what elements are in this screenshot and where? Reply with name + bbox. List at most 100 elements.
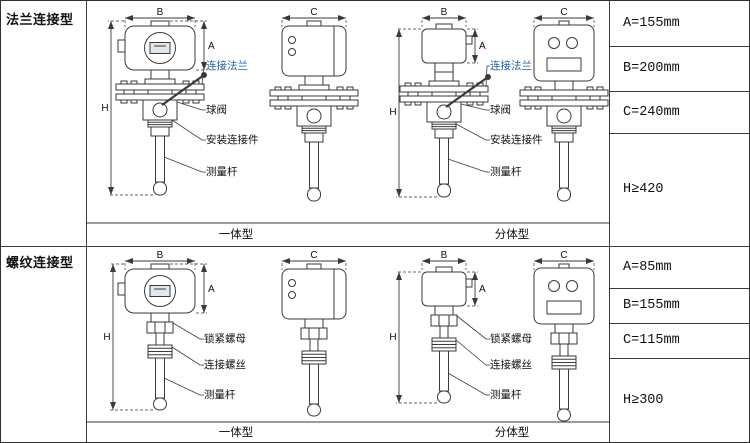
leader-line bbox=[455, 339, 490, 366]
grid-line bbox=[609, 1, 610, 442]
dim-a-label: A bbox=[479, 284, 486, 295]
measuring-rod bbox=[557, 368, 571, 422]
dim-b-label: B bbox=[441, 7, 448, 18]
leader-line bbox=[176, 101, 206, 111]
leader-line bbox=[163, 377, 204, 396]
neck bbox=[150, 312, 170, 323]
spec-a-thread: A=85mm bbox=[623, 259, 672, 275]
measuring-rod bbox=[153, 357, 167, 411]
dim-c-label: C bbox=[560, 7, 567, 18]
callout-mounting-connector: 安装连接件 bbox=[490, 133, 543, 146]
callout-mounting-connector: 安装连接件 bbox=[206, 133, 259, 146]
callout-group-integrated: 锁紧螺母 连接螺丝 测量杆 bbox=[163, 322, 246, 401]
callout-measuring-rod: 测量杆 bbox=[206, 165, 238, 178]
flange-integrated-side-view: C bbox=[269, 7, 359, 202]
callout-lock-nut: 锁紧螺母 bbox=[490, 332, 532, 345]
callout-group-split: 连接法兰 球阀 安装连接件 测量杆 bbox=[447, 59, 543, 178]
display-head bbox=[117, 263, 196, 314]
leader-line bbox=[447, 372, 490, 396]
mount-plate bbox=[144, 78, 176, 85]
row-label-thread-type: 螺纹连接型 bbox=[6, 255, 74, 270]
stem bbox=[439, 325, 449, 339]
callout-measuring-rod: 测量杆 bbox=[490, 388, 522, 401]
ball-valve bbox=[142, 99, 178, 121]
leader-line bbox=[455, 123, 490, 141]
dim-h-label: H bbox=[389, 332, 396, 343]
junction-head bbox=[421, 23, 473, 64]
callout-group-split: 锁紧螺母 连接螺丝 测量杆 bbox=[447, 315, 532, 401]
stem bbox=[155, 332, 165, 346]
leader-line bbox=[460, 103, 490, 111]
caption-integrated: 一体型 bbox=[219, 425, 254, 439]
stem bbox=[559, 343, 569, 357]
leader-line bbox=[485, 65, 490, 88]
thread-type-drawings: B A H 锁紧螺母 连接螺丝 测量杆 bbox=[86, 250, 609, 439]
measuring-rod bbox=[153, 135, 167, 196]
callout-ball-valve: 球阀 bbox=[206, 103, 227, 116]
callout-connection-flange: 连接法兰 bbox=[206, 59, 248, 72]
ball-valve bbox=[296, 105, 332, 127]
spec-c-flange: C=240mm bbox=[623, 104, 680, 120]
callout-measuring-rod: 测量杆 bbox=[204, 388, 236, 401]
grid-line bbox=[86, 1, 87, 442]
grid-line bbox=[609, 288, 749, 289]
lock-nut bbox=[430, 314, 458, 327]
dim-h-label: H bbox=[103, 332, 110, 343]
connecting-screw bbox=[301, 350, 327, 365]
mounting-connector bbox=[147, 119, 173, 137]
grid-line bbox=[609, 91, 749, 92]
stem bbox=[309, 338, 319, 352]
measuring-rod bbox=[437, 350, 451, 404]
neck bbox=[554, 80, 574, 91]
callout-connection-flange: 连接法兰 bbox=[490, 59, 532, 72]
dim-a-label: A bbox=[479, 41, 486, 52]
callout-lock-nut: 锁紧螺母 bbox=[204, 332, 246, 345]
ball-valve bbox=[426, 101, 462, 123]
neck bbox=[554, 323, 574, 334]
display-head bbox=[117, 20, 196, 71]
flange-split-front-view: B A H bbox=[389, 7, 492, 198]
mount-plate bbox=[298, 84, 330, 91]
measuring-rod bbox=[307, 141, 321, 202]
flange-split-side-view: C bbox=[519, 7, 609, 202]
leader-line bbox=[447, 158, 490, 173]
callout-connecting-screw: 连接螺丝 bbox=[490, 358, 532, 371]
thread-split-side-view: C bbox=[533, 250, 595, 422]
grid-line bbox=[609, 46, 749, 47]
dim-c-label: C bbox=[560, 250, 567, 261]
dim-c-label: C bbox=[310, 250, 317, 261]
dim-h-label: H bbox=[389, 107, 396, 118]
grid-line bbox=[609, 358, 749, 359]
lock-nut bbox=[550, 332, 578, 345]
mounting-connector bbox=[431, 121, 457, 139]
caption-split: 分体型 bbox=[495, 425, 530, 439]
callout-measuring-rod: 测量杆 bbox=[490, 165, 522, 178]
leader-line bbox=[163, 156, 206, 173]
dim-b-label: B bbox=[157, 7, 164, 18]
spec-b-thread: B=155mm bbox=[623, 298, 680, 313]
mount-plate bbox=[428, 80, 460, 87]
callout-connecting-screw: 连接螺丝 bbox=[204, 358, 246, 371]
mounting-connector bbox=[301, 125, 327, 143]
callout-ball-valve: 球阀 bbox=[490, 103, 511, 116]
lock-nut bbox=[146, 321, 174, 334]
converter-housing bbox=[281, 263, 347, 320]
neck bbox=[434, 305, 454, 316]
thread-integrated-front-view: B A H bbox=[103, 250, 215, 411]
dim-c-label: C bbox=[310, 7, 317, 18]
callout-group-integrated: 连接法兰 球阀 安装连接件 测量杆 bbox=[163, 59, 259, 178]
grid-line bbox=[609, 133, 749, 134]
thread-split-front-view: B A H bbox=[389, 250, 486, 404]
ball-valve bbox=[546, 105, 582, 127]
converter-housing bbox=[281, 20, 347, 77]
dim-a-label: A bbox=[208, 41, 215, 52]
caption-integrated: 一体型 bbox=[219, 227, 254, 241]
leader-line bbox=[171, 346, 204, 366]
dim-a-label: A bbox=[208, 284, 215, 295]
spec-a-flange: A=155mm bbox=[623, 16, 680, 31]
spec-c-thread: C=115mm bbox=[623, 333, 680, 348]
grid-line bbox=[609, 323, 749, 324]
neck bbox=[434, 71, 454, 82]
junction-head bbox=[421, 266, 473, 307]
